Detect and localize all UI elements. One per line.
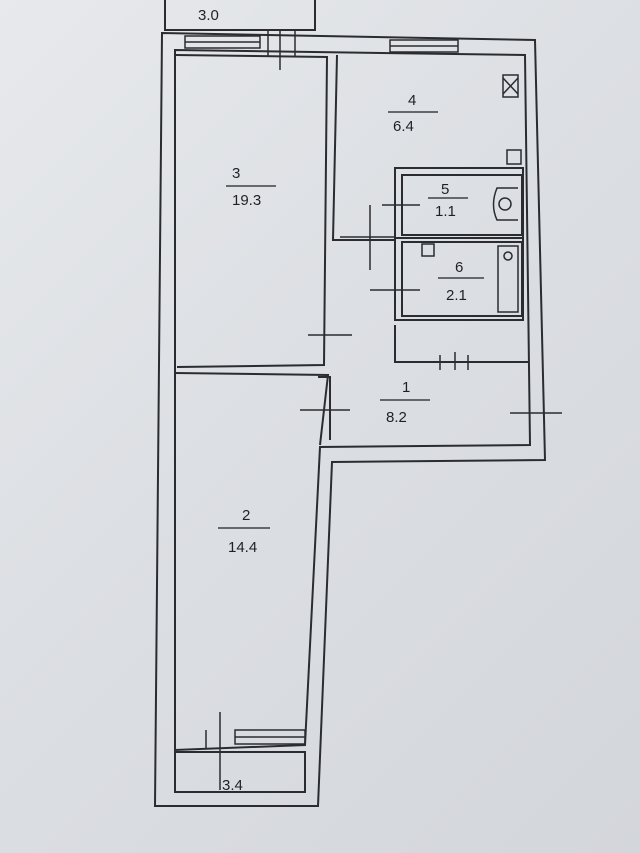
room-area-6: 2.1 bbox=[446, 287, 467, 304]
balcony-top-area: 3.0 bbox=[198, 7, 219, 24]
room-labels: 3 19.3 4 6.4 5 1.1 6 2.1 1 8.2 2 14.4 bbox=[218, 92, 484, 556]
room-number-3: 3 bbox=[232, 165, 240, 182]
balcony-top: 3.0 bbox=[164, 0, 316, 31]
bathtub-icon bbox=[497, 245, 519, 313]
door-marks bbox=[205, 30, 562, 790]
outer-walls bbox=[153, 31, 547, 807]
fixtures bbox=[421, 74, 522, 313]
room-area-5: 1.1 bbox=[435, 203, 456, 220]
room-area-1: 8.2 bbox=[386, 409, 407, 426]
room-number-5: 5 bbox=[441, 181, 449, 198]
room-label-6: 6 2.1 bbox=[438, 259, 484, 304]
window-room-2 bbox=[234, 729, 306, 745]
room-label-2: 2 14.4 bbox=[218, 507, 270, 556]
window-room-4 bbox=[389, 39, 459, 53]
balcony-bottom: 3.4 bbox=[174, 751, 306, 794]
room-label-3: 3 19.3 bbox=[226, 165, 276, 209]
windows bbox=[184, 35, 459, 745]
room-number-6: 6 bbox=[455, 259, 463, 276]
balcony-bottom-area: 3.4 bbox=[222, 777, 243, 794]
window-room-3 bbox=[184, 35, 261, 49]
washbasin-icon bbox=[421, 243, 435, 257]
room-number-4: 4 bbox=[408, 92, 416, 109]
room-area-4: 6.4 bbox=[393, 118, 414, 135]
room-label-4: 4 6.4 bbox=[388, 92, 438, 135]
room-number-1: 1 bbox=[402, 379, 410, 396]
toilet-icon bbox=[492, 187, 518, 221]
stove-icon bbox=[502, 74, 519, 98]
kitchen-sink-icon bbox=[506, 149, 522, 165]
partitions bbox=[174, 54, 528, 446]
room-area-3: 19.3 bbox=[232, 192, 261, 209]
room-label-1: 1 8.2 bbox=[380, 379, 430, 426]
room-label-5: 5 1.1 bbox=[428, 181, 468, 220]
room-number-2: 2 bbox=[242, 507, 250, 524]
room-area-2: 14.4 bbox=[228, 539, 257, 556]
